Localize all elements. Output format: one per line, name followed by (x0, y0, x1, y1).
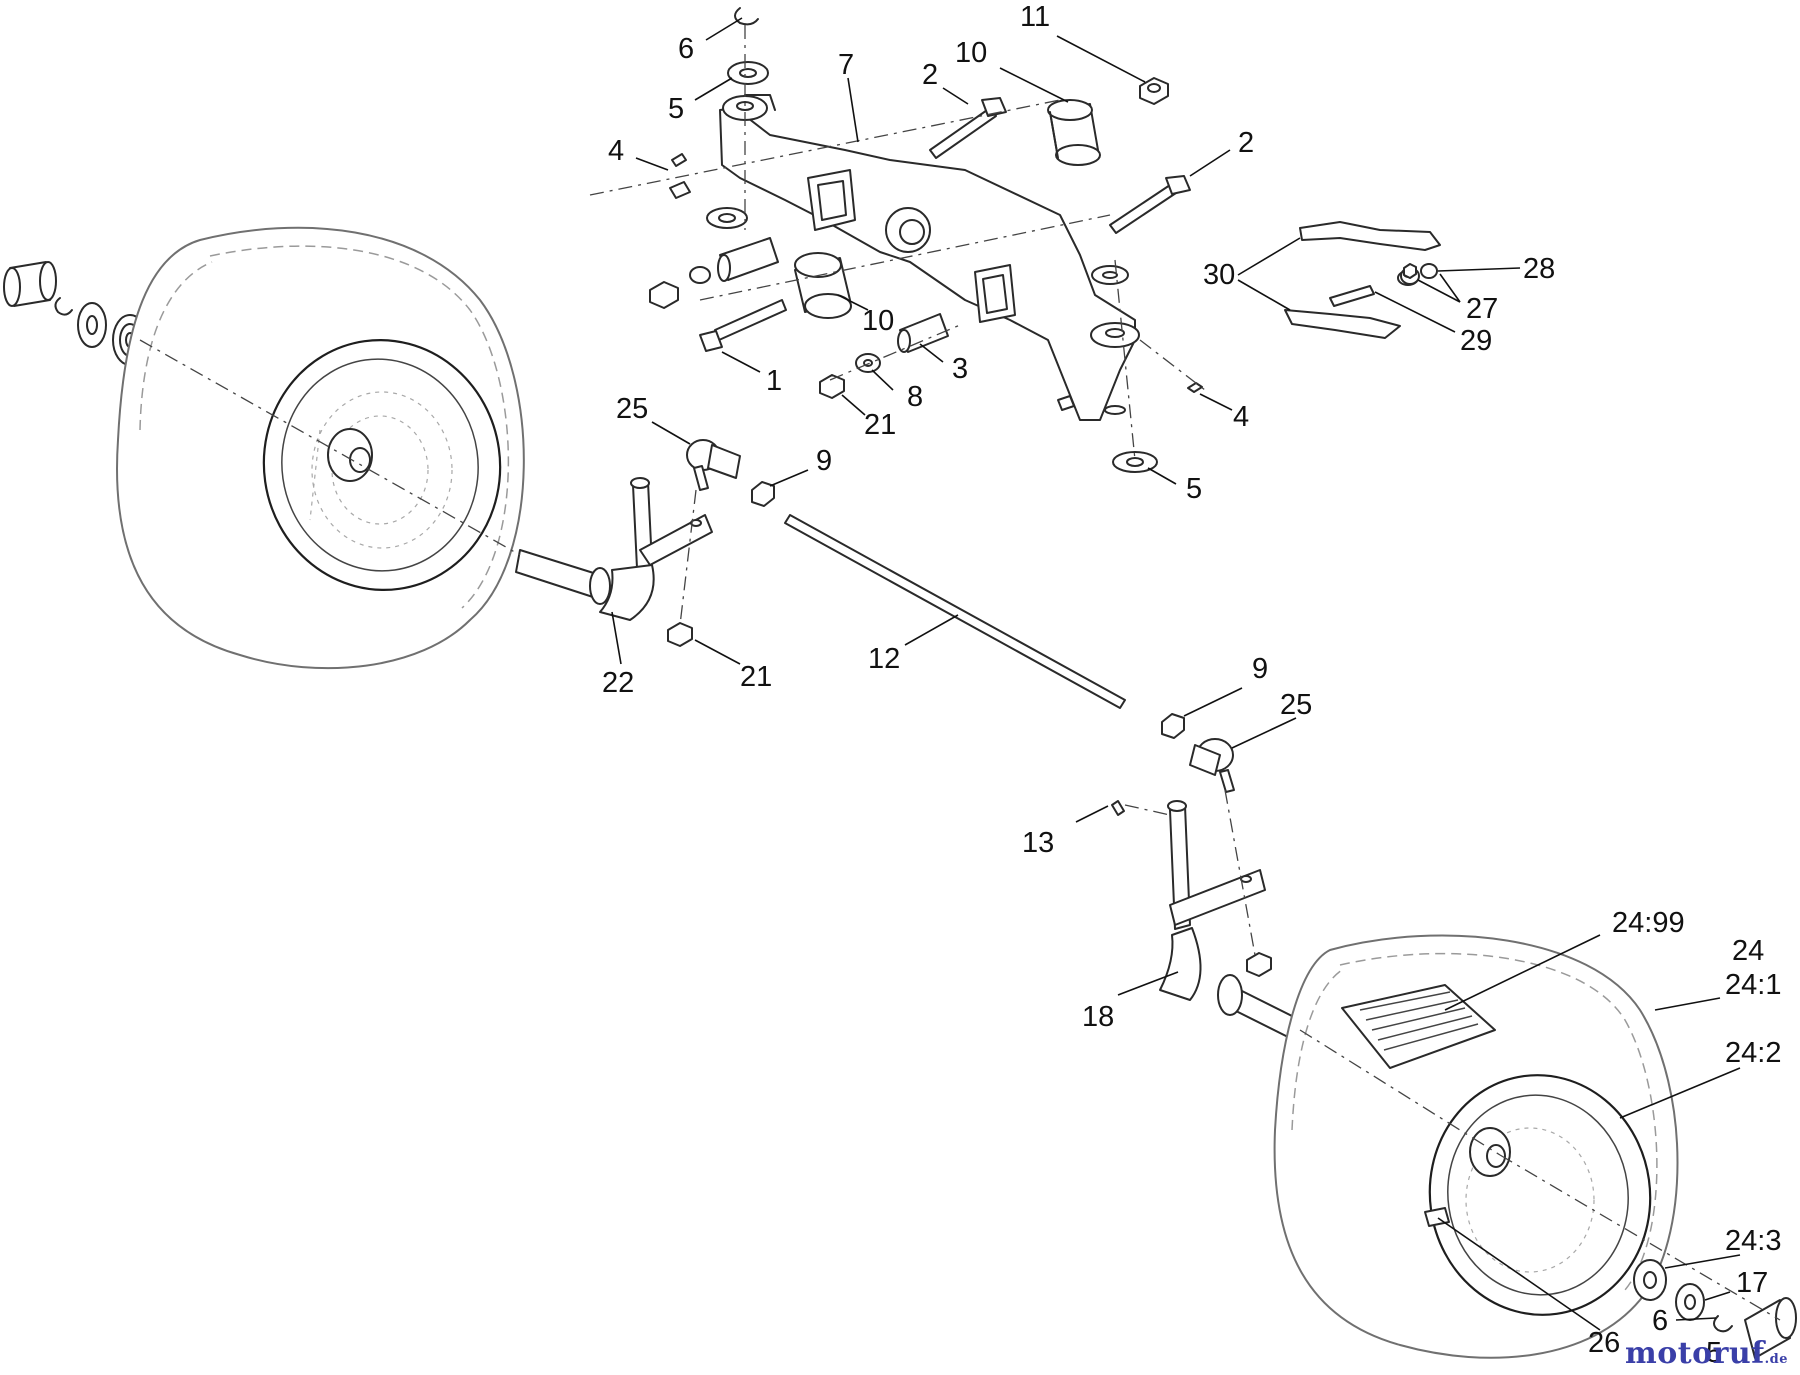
callout-25-right: 25 (1280, 689, 1312, 721)
callout-24-99: 24:99 (1612, 907, 1685, 939)
callout-4-left: 4 (608, 135, 624, 167)
callout-2-top: 2 (922, 59, 938, 91)
callout-24: 24 (1732, 935, 1764, 967)
callout-7: 7 (838, 49, 854, 81)
callout-27: 27 (1466, 293, 1498, 325)
callout-13: 13 (1022, 827, 1054, 859)
callout-18: 18 (1082, 1001, 1114, 1033)
callout-5-top: 5 (668, 93, 684, 125)
callout-17: 17 (1736, 1267, 1768, 1299)
callout-21-top: 21 (864, 409, 896, 441)
axis-lines (139, 25, 1781, 1321)
callout-8: 8 (907, 381, 923, 413)
callout-labels: 6 5 7 2 10 11 2 4 30 28 27 29 10 3 1 8 2… (602, 1, 1781, 1369)
callout-11: 11 (1020, 1, 1050, 33)
steering-linkage (515, 439, 1301, 1041)
callout-12: 12 (868, 643, 900, 675)
callout-21-lower: 21 (740, 661, 772, 693)
callout-26: 26 (1588, 1327, 1620, 1359)
callout-4-right: 4 (1233, 401, 1249, 433)
front-axle (719, 94, 1140, 421)
callout-25-left: 25 (616, 393, 648, 425)
callout-30: 30 (1203, 259, 1235, 291)
left-wheel-assembly (3, 226, 525, 670)
callout-24-1: 24:1 (1725, 969, 1781, 1001)
axle-pivot-parts (649, 7, 1203, 473)
callout-5-right: 5 (1186, 473, 1202, 505)
watermark-suffix: .de (1764, 1352, 1788, 1367)
watermark-brand: motoruf (1624, 1336, 1765, 1371)
left-hub-parts (3, 261, 148, 366)
callout-24-3: 24:3 (1725, 1225, 1781, 1257)
leader-lines (611, 17, 1741, 1331)
callout-22: 22 (602, 667, 634, 699)
callout-10-top: 10 (955, 37, 987, 69)
callout-24-2: 24:2 (1725, 1037, 1781, 1069)
bracket-parts (1284, 221, 1441, 339)
callout-2-right: 2 (1238, 127, 1254, 159)
callout-10-lower: 10 (862, 305, 894, 337)
callout-6-top: 6 (678, 33, 694, 65)
left-rim (262, 339, 502, 591)
callout-1: 1 (766, 365, 782, 397)
callout-3: 3 (952, 353, 968, 385)
callout-29: 29 (1460, 325, 1492, 357)
callout-28: 28 (1523, 253, 1555, 285)
right-wheel-assembly (1273, 934, 1797, 1359)
callout-5-bottom: 5 (1706, 1337, 1722, 1369)
callout-9-right: 9 (1252, 653, 1268, 685)
watermark-logo: motoruf.de (1625, 1336, 1788, 1371)
callout-9-left: 9 (816, 445, 832, 477)
callout-6-bottom: 6 (1652, 1305, 1668, 1337)
